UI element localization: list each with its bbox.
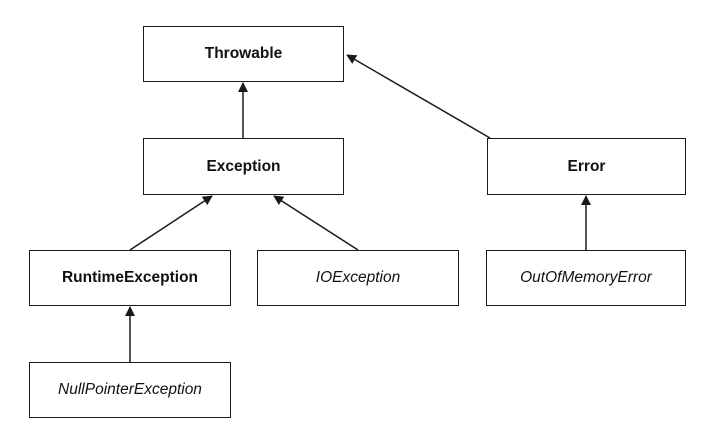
error-label: Error <box>567 157 606 175</box>
out-of-memory-error-node: OutOfMemoryError <box>486 250 686 306</box>
null-pointer-exception-label: NullPointerException <box>58 381 202 398</box>
io-exception-label: IOException <box>315 269 401 286</box>
edge-error-to-throwable <box>346 54 491 139</box>
throwable-node: Throwable <box>143 26 344 82</box>
runtime-exception-label: RuntimeException <box>61 269 199 286</box>
exception-node: Exception <box>143 138 344 195</box>
io-exception-node: IOException <box>257 250 459 306</box>
out-of-memory-error-label: OutOfMemoryError <box>520 269 652 286</box>
edge-io-exception-to-exception <box>273 195 359 251</box>
exception-label: Exception <box>206 157 281 175</box>
error-node: Error <box>487 138 686 195</box>
runtime-exception-node: RuntimeException <box>29 250 231 306</box>
throwable-label: Throwable <box>204 45 283 62</box>
null-pointer-exception-node: NullPointerException <box>29 362 231 418</box>
edge-runtime-exception-to-exception <box>129 195 213 251</box>
